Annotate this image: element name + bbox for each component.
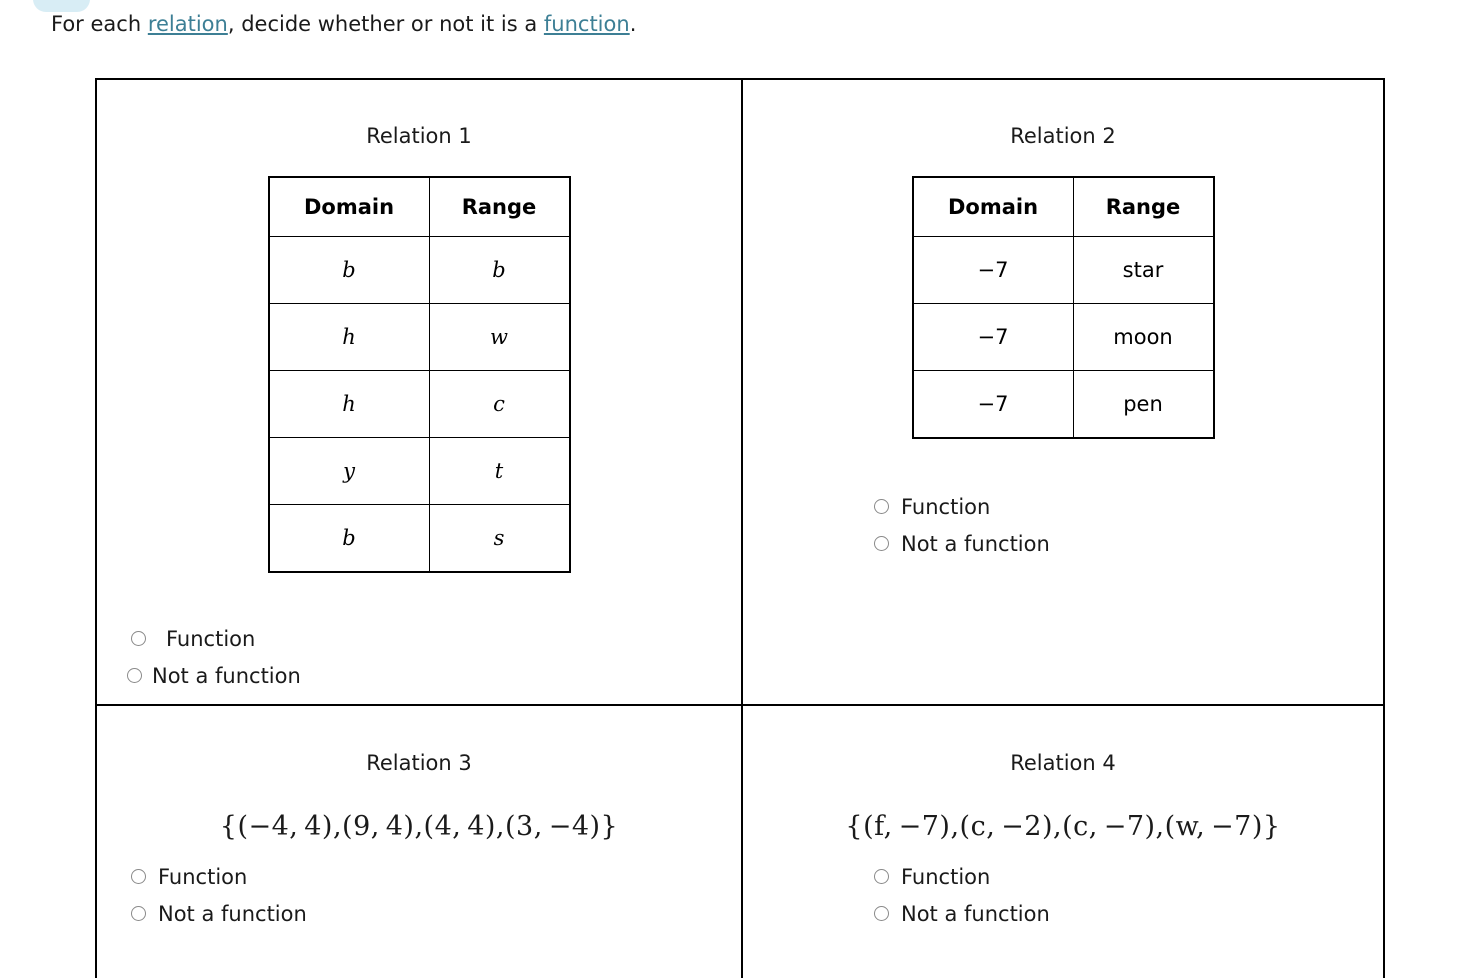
domain-cell: h — [268, 303, 430, 371]
table-row: −7 star — [912, 236, 1214, 304]
range-cell: w — [428, 303, 570, 371]
radio-icon[interactable] — [874, 906, 889, 921]
relation-2-table: Domain Range −7 star −7 moon −7 — [911, 176, 1215, 439]
range-cell: s — [428, 504, 570, 573]
choice-label: Function — [901, 494, 991, 519]
relation-2-choices: Function Not a function — [874, 488, 1050, 562]
table-row: b s — [268, 504, 570, 573]
relation-4-title: Relation 4 — [1010, 751, 1116, 775]
relation-1-table-wrap: Domain Range b b h w h c — [97, 176, 741, 573]
domain-cell: h — [268, 370, 430, 438]
relation-2-title: Relation 2 — [1010, 124, 1116, 148]
relation-2-table-wrap: Domain Range −7 star −7 moon −7 — [743, 176, 1383, 439]
relation-3-set-notation: {(−4, 4),(9, 4),(4, 4),(3, −4)} — [219, 811, 619, 842]
relation-4-choice-function[interactable]: Function — [874, 858, 1050, 895]
choice-label: Not a function — [158, 901, 307, 926]
relation-3-cell: Relation 3 {(−4, 4),(9, 4),(4, 4),(3, −4… — [97, 706, 741, 978]
relation-2-choice-function[interactable]: Function — [874, 488, 1050, 525]
relation-link[interactable]: relation — [147, 12, 228, 36]
relations-grid: Relation 1 Domain Range b b h w — [95, 78, 1385, 978]
relation-1-choices: Function Not a function — [127, 620, 301, 694]
range-cell: star — [1072, 236, 1214, 304]
relation-1-cell: Relation 1 Domain Range b b h w — [97, 80, 741, 704]
radio-icon[interactable] — [131, 631, 146, 646]
relation-3-title: Relation 3 — [366, 751, 472, 775]
choice-label: Function — [166, 626, 256, 651]
radio-icon[interactable] — [874, 869, 889, 884]
range-header: Range — [1072, 176, 1214, 237]
highlight-pill — [33, 0, 90, 12]
table-header-row: Domain Range — [268, 176, 570, 237]
relation-4-cell: Relation 4 {(f, −7),(c, −2),(c, −7),(w, … — [743, 706, 1383, 978]
domain-cell: b — [268, 236, 430, 304]
table-row: h c — [268, 370, 570, 438]
table-row: −7 moon — [912, 303, 1214, 371]
choice-label: Function — [158, 864, 248, 889]
relation-4-choices: Function Not a function — [874, 858, 1050, 932]
choice-label: Function — [901, 864, 991, 889]
function-link[interactable]: function — [543, 12, 630, 36]
instruction-part-3: . — [629, 12, 637, 36]
range-header: Range — [428, 176, 570, 237]
instruction-text: For each relation, decide whether or not… — [51, 10, 636, 38]
relation-1-title: Relation 1 — [366, 124, 472, 148]
relation-4-set-notation: {(f, −7),(c, −2),(c, −7),(w, −7)} — [845, 811, 1281, 842]
range-cell: pen — [1072, 370, 1214, 439]
relation-3-choice-not-a-function[interactable]: Not a function — [131, 895, 307, 932]
table-row: y t — [268, 437, 570, 505]
relation-2-cell: Relation 2 Domain Range −7 star −7 — [743, 80, 1383, 704]
range-cell: b — [428, 236, 570, 304]
table-row: h w — [268, 303, 570, 371]
domain-cell: −7 — [912, 236, 1074, 304]
relation-1-choice-not-a-function[interactable]: Not a function — [127, 657, 301, 694]
radio-icon[interactable] — [131, 869, 146, 884]
range-cell: t — [428, 437, 570, 505]
range-cell: c — [428, 370, 570, 438]
grid-vertical-divider — [741, 80, 743, 978]
choice-label: Not a function — [901, 531, 1050, 556]
relation-2-choice-not-a-function[interactable]: Not a function — [874, 525, 1050, 562]
domain-cell: −7 — [912, 303, 1074, 371]
relation-1-choice-function[interactable]: Function — [131, 620, 301, 657]
radio-icon[interactable] — [127, 668, 142, 683]
choice-label: Not a function — [901, 901, 1050, 926]
domain-cell: y — [268, 437, 430, 505]
relation-1-table: Domain Range b b h w h c — [267, 176, 571, 573]
instruction-part-2: , decide whether or not it is a — [227, 12, 544, 36]
grid-horizontal-divider — [97, 704, 1383, 706]
choice-label: Not a function — [152, 663, 301, 688]
table-header-row: Domain Range — [912, 176, 1214, 237]
radio-icon[interactable] — [874, 536, 889, 551]
radio-icon[interactable] — [131, 906, 146, 921]
domain-cell: −7 — [912, 370, 1074, 439]
relation-3-choice-function[interactable]: Function — [131, 858, 307, 895]
domain-cell: b — [268, 504, 430, 573]
relation-3-choices: Function Not a function — [131, 858, 307, 932]
range-cell: moon — [1072, 303, 1214, 371]
relation-4-choice-not-a-function[interactable]: Not a function — [874, 895, 1050, 932]
domain-header: Domain — [912, 176, 1074, 237]
instruction-part-1: For each — [51, 12, 148, 36]
domain-header: Domain — [268, 176, 430, 237]
table-row: −7 pen — [912, 370, 1214, 439]
radio-icon[interactable] — [874, 499, 889, 514]
table-row: b b — [268, 236, 570, 304]
